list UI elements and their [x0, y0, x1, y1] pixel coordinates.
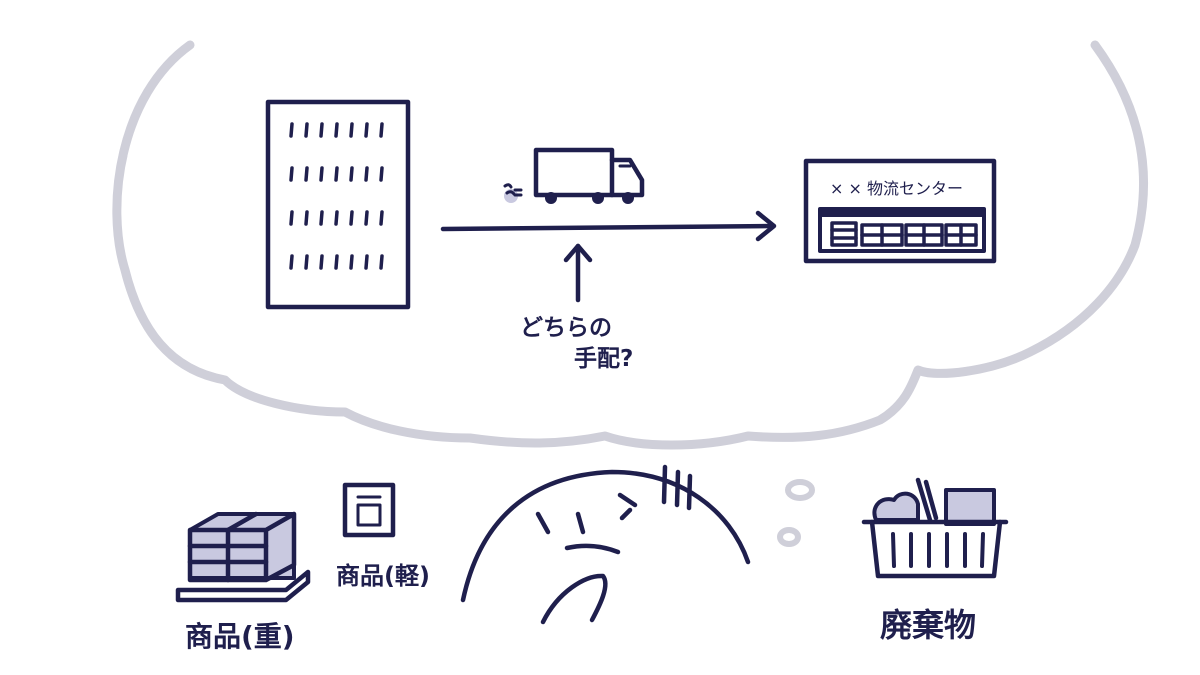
waste-basket [861, 477, 1009, 579]
office-building [265, 99, 411, 310]
thought-bubble-small-1 [785, 479, 815, 501]
logistics-center-sign: × × 物流センター [830, 179, 963, 198]
arrangement-question-line1: どちらの [520, 315, 612, 341]
delivery-truck [503, 147, 645, 204]
flow-arrow [440, 210, 777, 242]
worried-person-head [460, 464, 751, 625]
label-waste: 廃棄物 [880, 606, 976, 644]
arrangement-question-line2: 手配? [574, 346, 633, 372]
question-pointer-arrow [563, 243, 593, 303]
light-product-package [342, 482, 396, 538]
heavy-product-boxes [175, 511, 311, 603]
stress-lines-icon [661, 464, 693, 511]
stacked-cartons [830, 221, 978, 247]
exhaust-puff-icon [503, 183, 523, 203]
label-product-heavy: 商品(重) [185, 620, 295, 653]
building-windows [289, 122, 384, 270]
label-product-light: 商品(軽) [336, 562, 430, 590]
thought-cloud-outline [112, 40, 1149, 450]
thought-bubble-small-2 [777, 527, 801, 547]
logistics-center: × × 物流センター [803, 158, 997, 264]
